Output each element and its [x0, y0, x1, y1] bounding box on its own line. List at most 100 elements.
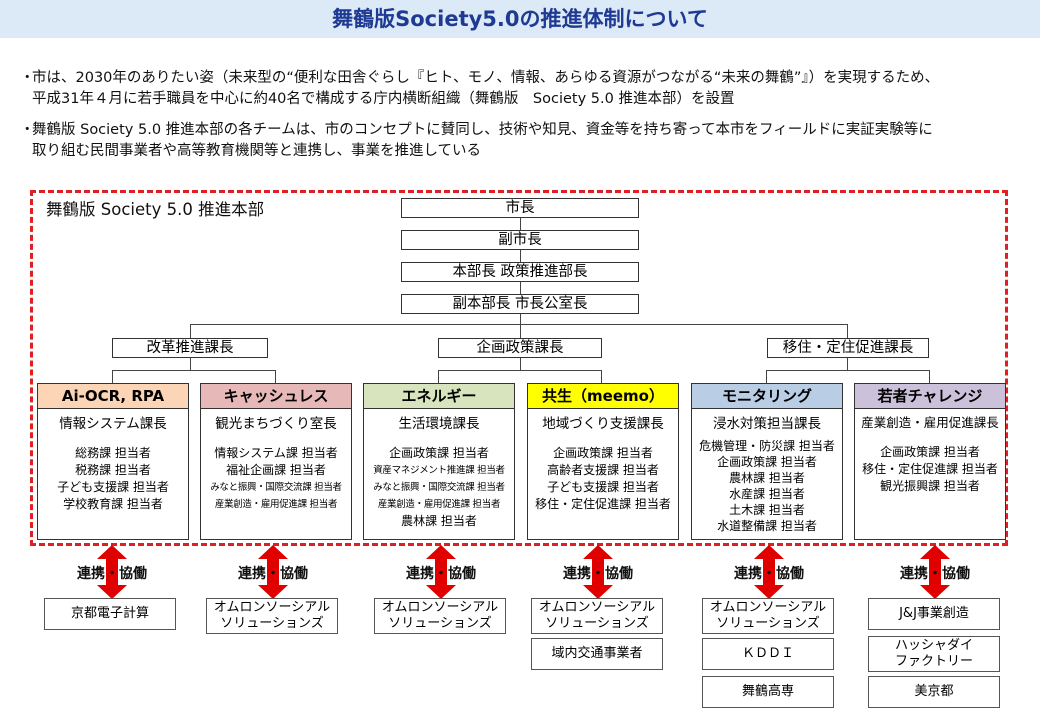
section-head-reform: 改革推進課長 [112, 338, 268, 358]
team-member: 高齢者支援課 担当者 [547, 463, 659, 477]
sec1-drop [190, 358, 191, 370]
team-name: エネルギー [364, 384, 514, 409]
sec1-tick-a [112, 370, 113, 383]
partner-box: オムロンソーシアル ソリューションズ [531, 598, 663, 634]
sec3-tick-b [929, 370, 930, 383]
collab-label: 連携・協働 [238, 566, 308, 582]
partner-box: 域内交通事業者 [531, 638, 663, 670]
partner-box: 美京都 [868, 676, 1000, 708]
team-name: モニタリング [692, 384, 842, 409]
chain-director: 本部長 政策推進部長 [401, 262, 639, 282]
partner-box: J&J事業創造 [868, 598, 1000, 630]
double-arrow-icon [754, 545, 784, 599]
team-member: 企画政策課 担当者 [880, 445, 980, 459]
team-youth-challenge: 若者チャレンジ 産業創造・雇用促進課長 企画政策課 担当者 移住・定住促進課 担… [854, 383, 1006, 540]
team-member: 福祉企画課 担当者 [226, 463, 326, 477]
branch-center-drop [520, 324, 521, 338]
team-member: 産業創造・雇用促進課 担当者 [377, 499, 501, 510]
team-members: 情報システム課 担当者 福祉企画課 担当者 みなと振興・国際交流課 担当者 産業… [201, 445, 351, 513]
double-arrow-icon [426, 545, 456, 599]
team-lead: 生活環境課長 [398, 416, 480, 432]
team-member: 子ども支援課 担当者 [547, 480, 659, 494]
double-arrow-icon [583, 545, 613, 599]
partner-box: オムロンソーシアル ソリューションズ [374, 598, 506, 634]
chain-deputy-mayor: 副市長 [401, 230, 639, 250]
hq-frame [30, 190, 1008, 546]
sec3-drop [847, 358, 848, 370]
sec2-tick-a [438, 370, 439, 383]
team-lead: 情報システム課長 [59, 416, 167, 432]
sec2-tick-b [601, 370, 602, 383]
branch-right-drop [847, 324, 848, 338]
team-name: 若者チャレンジ [855, 384, 1005, 409]
bullet-1-line-2: 平成31年４月に若手職員を中心に約40名で構成する庁内横断組織（舞鶴版 Soci… [32, 91, 735, 107]
team-lead: 浸水対策担当課長 [713, 416, 821, 432]
team-member: 水産課 担当者 [729, 487, 805, 501]
collab-label: 連携・協働 [77, 566, 147, 582]
partner-box: オムロンソーシアル ソリューションズ [702, 598, 834, 634]
team-member: 企画政策課 担当者 [389, 446, 489, 460]
double-arrow-icon [258, 545, 288, 599]
team-members: 企画政策課 担当者 高齢者支援課 担当者 子ども支援課 担当者 移住・定住促進課… [528, 445, 678, 513]
bullet-marker: ・ [20, 70, 35, 86]
partner-box: ハッシャダイ ファクトリー [868, 636, 1000, 672]
bullet-2-line-1: 舞鶴版 Society 5.0 推進本部の各チームは、市のコンセプトに賛同し、技… [32, 122, 933, 138]
team-symbiosis: 共生（meemo） 地域づくり支援課長 企画政策課 担当者 高齢者支援課 担当者… [527, 383, 679, 540]
section-head-planning: 企画政策課長 [438, 338, 602, 358]
team-members: 企画政策課 担当者 資産マネジメント推進課 担当者 みなと振興・国際交流課 担当… [364, 445, 514, 530]
sec2-bar [438, 370, 602, 371]
team-members: 企画政策課 担当者 移住・定住促進課 担当者 観光振興課 担当者 [855, 444, 1005, 495]
team-name: Ai-OCR, RPA [38, 384, 188, 409]
branch-horizontal [190, 324, 848, 325]
team-member: 税務課 担当者 [75, 463, 151, 477]
bullet-1-line-1: 市は、2030年のありたい姿（未来型の“便利な田舎ぐらし『ヒト、モノ、情報、あら… [32, 70, 940, 86]
team-member: みなと振興・国際交流課 担当者 [373, 482, 505, 493]
team-name: キャッシュレス [201, 384, 351, 409]
collab-label: 連携・協働 [406, 566, 476, 582]
collab-label: 連携・協働 [900, 566, 970, 582]
team-member: 移住・定住促進課 担当者 [862, 462, 998, 476]
sec3-bar [766, 370, 930, 371]
sec2-drop [520, 358, 521, 370]
team-cashless: キャッシュレス 観光まちづくり室長 情報システム課 担当者 福祉企画課 担当者 … [200, 383, 352, 540]
sec1-bar [112, 370, 276, 371]
sec3-tick-a [766, 370, 767, 383]
team-ai-ocr: Ai-OCR, RPA 情報システム課長 総務課 担当者 税務課 担当者 子ども… [37, 383, 189, 540]
header-bar: 舞鶴版Society5.0の推進体制について [0, 0, 1040, 38]
sec1-tick-b [275, 370, 276, 383]
team-monitoring: モニタリング 浸水対策担当課長 危機管理・防災課 担当者 企画政策課 担当者 農… [691, 383, 843, 540]
collab-label: 連携・協働 [734, 566, 804, 582]
team-member: 情報システム課 担当者 [214, 446, 338, 460]
team-member: 土木課 担当者 [729, 503, 805, 517]
team-member: 子ども支援課 担当者 [57, 480, 169, 494]
team-member: 企画政策課 担当者 [553, 446, 653, 460]
team-member: 水道整備課 担当者 [717, 519, 817, 533]
double-arrow-icon [97, 545, 127, 599]
partner-box: 京都電子計算 [44, 598, 176, 630]
team-member: 総務課 担当者 [75, 446, 151, 460]
bullet-2-line-2: 取り組む民間事業者や高等教育機関等と連携し、事業を推進している [32, 143, 482, 159]
chain-deputy-director: 副本部長 市長公室長 [401, 294, 639, 314]
team-member: 産業創造・雇用促進課 担当者 [214, 499, 338, 510]
branch-left-drop [190, 324, 191, 338]
bullet-marker: ・ [20, 122, 35, 138]
collab-label: 連携・協働 [563, 566, 633, 582]
team-member: 農林課 担当者 [401, 514, 477, 528]
partner-box: オムロンソーシアル ソリューションズ [206, 598, 338, 634]
hq-label: 舞鶴版 Society 5.0 推進本部 [46, 200, 265, 219]
team-member: 農林課 担当者 [729, 471, 805, 485]
section-head-migration: 移住・定住促進課長 [767, 338, 929, 358]
team-members: 危機管理・防災課 担当者 企画政策課 担当者 農林課 担当者 水産課 担当者 土… [692, 438, 842, 534]
team-members: 総務課 担当者 税務課 担当者 子ども支援課 担当者 学校教育課 担当者 [38, 445, 188, 513]
team-member: 危機管理・防災課 担当者 [699, 439, 835, 453]
team-member: 移住・定住促進課 担当者 [535, 497, 671, 511]
team-member: 観光振興課 担当者 [880, 479, 980, 493]
double-arrow-icon [920, 545, 950, 599]
team-lead: 地域づくり支援課長 [542, 416, 664, 432]
team-member: 企画政策課 担当者 [717, 455, 817, 469]
team-member: 学校教育課 担当者 [63, 497, 163, 511]
partner-box: 舞鶴高専 [702, 676, 834, 708]
team-member: みなと振興・国際交流課 担当者 [210, 482, 342, 493]
team-name: 共生（meemo） [528, 384, 678, 409]
team-lead: 観光まちづくり室長 [215, 416, 337, 432]
